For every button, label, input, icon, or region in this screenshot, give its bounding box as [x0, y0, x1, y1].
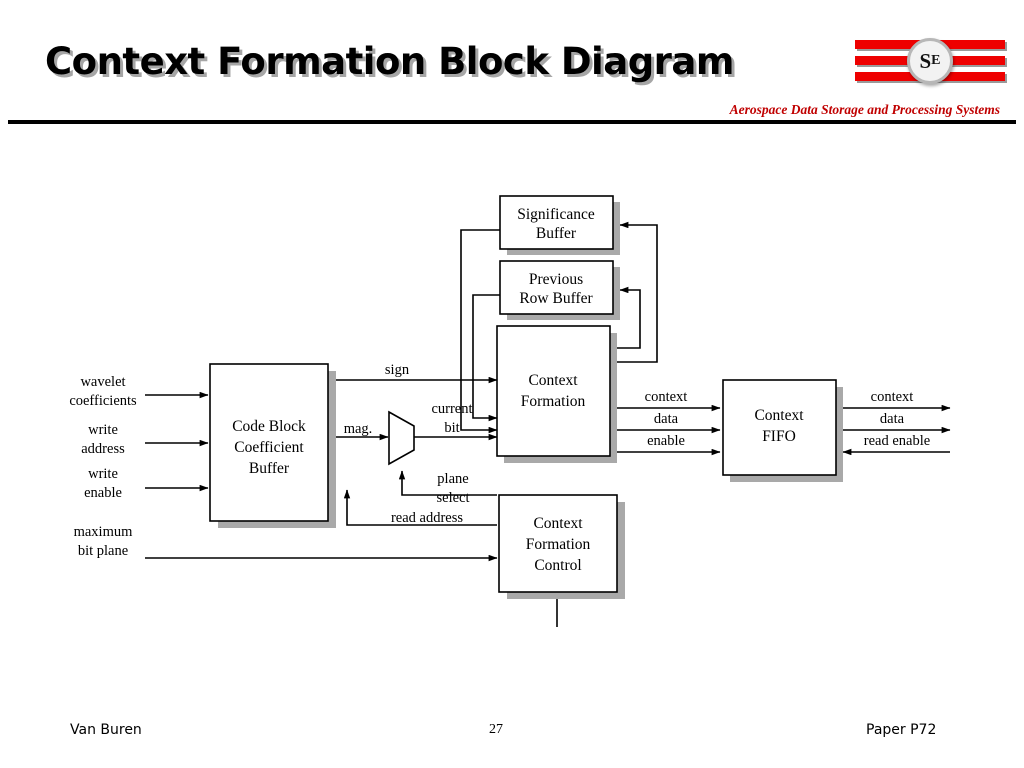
label-fifo-in-data: data — [654, 411, 679, 427]
diagram-wires — [145, 221, 951, 627]
label-write-address-line2: address — [81, 441, 125, 457]
block-label-line1: Context — [754, 407, 804, 424]
label-fifo-out-read-enable: read enable — [864, 433, 930, 449]
block-label-line2: Row Buffer — [519, 290, 593, 307]
block-outline — [499, 260, 614, 315]
block-label-line1: Code Block — [232, 418, 306, 435]
organization-tagline: Aerospace Data Storage and Processing Sy… — [729, 102, 1000, 117]
block-label-line1: Significance — [517, 206, 595, 223]
block-significance-buffer[interactable]: Significance Buffer — [499, 195, 620, 255]
diagram-signal-labels: wavelet coefficients write address write… — [69, 362, 930, 559]
block-outline — [499, 195, 614, 250]
block-label-line2: Coefficient — [234, 439, 304, 456]
label-fifo-in-enable: enable — [647, 433, 685, 449]
header-divider — [8, 120, 1016, 124]
label-plane-select-line2: select — [436, 490, 469, 506]
label-wavelet-coefficients-line1: wavelet — [80, 374, 125, 390]
label-current-bit-line2: bit — [444, 420, 459, 436]
wire-previous-row-buffer-to-context-formation — [472, 294, 500, 422]
block-label-line2: Formation — [526, 536, 591, 553]
block-outline — [496, 325, 611, 457]
wire-context-formation-to-significance-buffer — [615, 221, 658, 363]
label-mag: mag. — [344, 421, 373, 437]
label-write-address-line1: write — [88, 422, 118, 438]
label-fifo-out-data: data — [880, 411, 905, 427]
label-fifo-out-context: context — [871, 389, 914, 405]
block-code-block-coefficient-buffer[interactable]: Code Block Coefficient Buffer — [209, 363, 336, 528]
label-write-enable-line2: enable — [84, 485, 122, 501]
block-context-formation[interactable]: Context Formation — [496, 325, 617, 463]
label-maximum-bit-plane-line1: maximum — [74, 524, 134, 540]
label-plane-select-line1: plane — [437, 471, 468, 487]
block-label-line2: FIFO — [762, 428, 796, 445]
logo-badge-letter-s: S — [919, 48, 932, 73]
mux-shape — [388, 410, 415, 466]
block-previous-row-buffer[interactable]: Previous Row Buffer — [499, 260, 620, 320]
block-label-line3: Control — [534, 557, 581, 574]
block-label-line1: Context — [533, 515, 583, 532]
block-label-line2: Formation — [521, 393, 586, 410]
block-label-line3: Buffer — [249, 460, 290, 477]
block-label-line1: Context — [528, 372, 578, 389]
label-wavelet-coefficients-line2: coefficients — [69, 393, 137, 409]
block-label-line1: Previous — [529, 271, 583, 288]
wire-read-address — [343, 489, 497, 526]
wire-plane-select — [398, 470, 497, 496]
block-diagram: Significance Buffer Previous Row Buffer … — [0, 130, 1024, 690]
footer-page-number: 27 — [489, 722, 503, 737]
label-read-address: read address — [391, 510, 463, 526]
block-outline — [209, 363, 329, 522]
label-sign: sign — [385, 362, 410, 378]
plane-select-mux[interactable] — [388, 410, 415, 466]
wire-significance-buffer-to-context-formation — [460, 229, 500, 434]
block-outline — [722, 379, 837, 476]
logo-badge-letter-e: E — [931, 53, 941, 68]
block-context-formation-control[interactable]: Context Formation Control — [498, 494, 625, 599]
label-maximum-bit-plane-line2: bit plane — [78, 543, 128, 559]
block-outline — [498, 494, 618, 593]
footer-author: Van Buren — [70, 722, 142, 738]
label-current-bit-line1: current — [431, 401, 472, 417]
page-title: Context Formation Block Diagram — [45, 40, 734, 83]
label-write-enable-line1: write — [88, 466, 118, 482]
footer-paper-id: Paper P72 — [866, 722, 937, 738]
wire-context-formation-to-previous-row-buffer — [615, 286, 641, 349]
block-context-fifo[interactable]: Context FIFO — [722, 379, 843, 482]
block-label-line2: Buffer — [536, 225, 577, 242]
label-fifo-in-context: context — [645, 389, 688, 405]
